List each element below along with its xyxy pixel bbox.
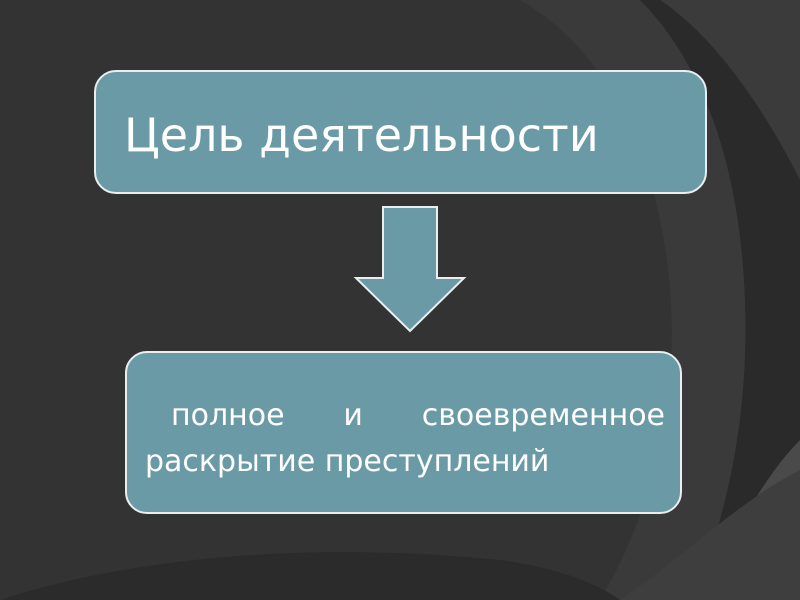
goal-description: полное и своевременное раскрытие преступ… [145, 393, 665, 485]
goal-title: Цель деятельности [124, 108, 599, 162]
arrow-down-icon [353, 206, 467, 333]
goal-word-1: полное [171, 398, 285, 433]
goal-description-box: полное и своевременное раскрытие преступ… [125, 351, 682, 514]
goal-word-2: и [343, 398, 363, 433]
goal-title-box: Цель деятельности [94, 70, 707, 194]
goal-word-3: своевременное [421, 398, 665, 433]
goal-description-line-2: раскрытие преступлений [145, 444, 550, 479]
goal-description-line-1: полное и своевременное [145, 393, 665, 439]
